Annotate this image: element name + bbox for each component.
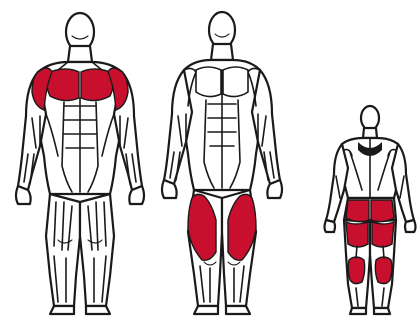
hamstrings-muscle xyxy=(372,222,394,247)
front-body-outline xyxy=(10,6,150,318)
calf-muscle xyxy=(375,257,391,284)
calf-muscle xyxy=(348,257,364,284)
glutes-muscle xyxy=(371,200,394,222)
hamstrings-muscle xyxy=(346,222,368,247)
body-figure-back-legs xyxy=(322,104,418,318)
glutes-muscle xyxy=(346,200,369,222)
body-figure-front-quads xyxy=(160,6,290,318)
back-body-outline xyxy=(322,104,418,318)
body-figure-front-chest xyxy=(10,6,150,318)
front-body-outline xyxy=(160,6,290,318)
